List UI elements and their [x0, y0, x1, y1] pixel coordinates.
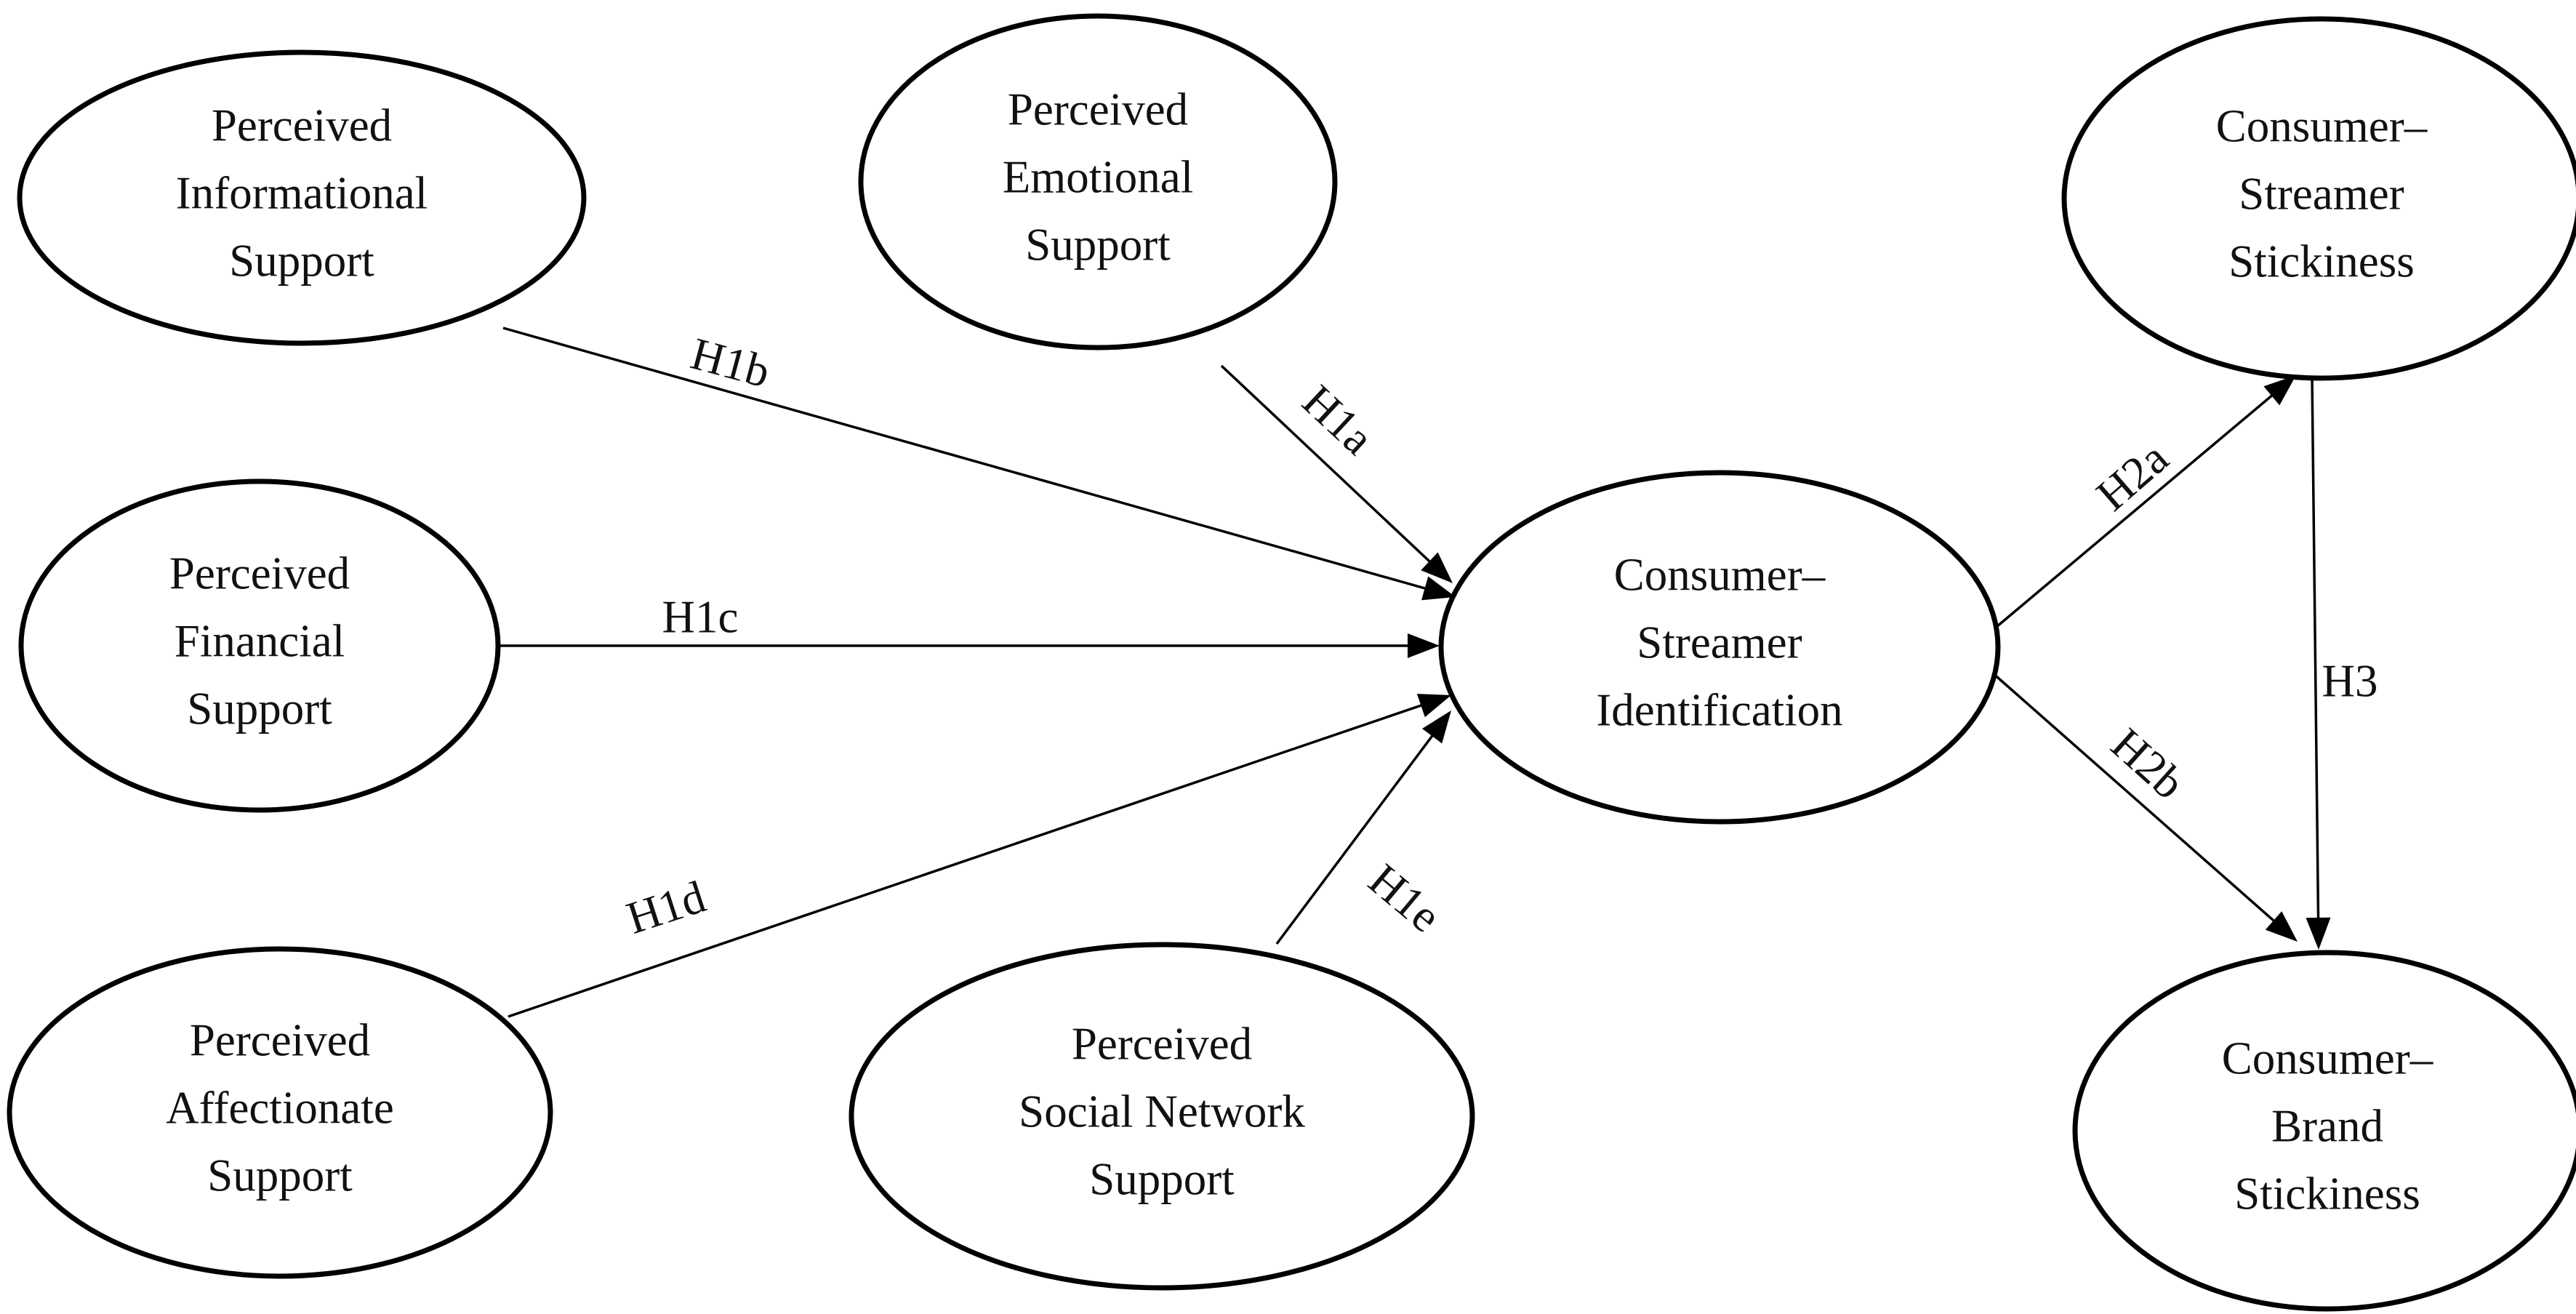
- nodes-layer: PerceivedInformationalSupportPerceivedEm…: [7, 13, 2576, 1312]
- construct-label: Perceived: [1072, 1018, 1252, 1069]
- edge-h1c: H1c: [499, 591, 1440, 658]
- hypothesis-label: H3: [2322, 655, 2378, 706]
- arrowhead-icon: [1421, 576, 1456, 601]
- construct-ellipse: [7, 946, 553, 1279]
- construct-ellipse: [1438, 470, 2001, 825]
- construct-label: Affectionate: [166, 1082, 394, 1133]
- hypothesis-label: H1d: [621, 871, 712, 944]
- edge-h2a: H2a: [1995, 375, 2296, 628]
- hypothesis-label: H1b: [686, 328, 775, 398]
- arrow-line: [1995, 393, 2275, 628]
- construct-label: Identification: [1596, 684, 1842, 735]
- construct-label: Support: [1025, 219, 1171, 270]
- construct-label: Brand: [2271, 1100, 2383, 1151]
- hypothesis-label: H1a: [1293, 375, 1384, 465]
- construct-label: Consumer–: [1614, 549, 1826, 600]
- arrow-line: [1991, 671, 2277, 924]
- construct-ellipse: [18, 478, 501, 813]
- arrow-line: [1220, 364, 1433, 564]
- hypothesis-label: H1e: [1360, 854, 1450, 942]
- hypothesis-label: H2a: [2087, 432, 2178, 521]
- arrowhead-icon: [1408, 633, 1440, 658]
- arrowhead-icon: [1421, 552, 1453, 583]
- construct-label: Perceived: [190, 1014, 370, 1065]
- construct-label: Financial: [174, 615, 345, 666]
- hypothesis-label: H1c: [662, 591, 739, 642]
- arrowhead-icon: [2306, 917, 2331, 950]
- construct-label: Consumer–: [2216, 100, 2428, 151]
- construct-ellipse: [2061, 16, 2576, 381]
- construct-ellipse: [858, 13, 1338, 350]
- arrowhead-icon: [1416, 694, 1451, 718]
- construct-ellipse: [848, 942, 1475, 1291]
- construct-label: Streamer: [1637, 617, 1802, 668]
- construct-label: Stickiness: [2234, 1168, 2420, 1219]
- construct-ellipse: [17, 49, 587, 346]
- construct-label: Consumer–: [2222, 1033, 2433, 1083]
- construct-label: Support: [229, 235, 374, 286]
- construct-label: Emotional: [1003, 151, 1193, 202]
- construct-label: Support: [187, 683, 332, 734]
- construct-label: Informational: [176, 167, 428, 218]
- edge-h2b: H2b: [1991, 671, 2298, 942]
- construct-label: Stickiness: [2228, 236, 2415, 287]
- construct-ellipse: [2072, 950, 2576, 1312]
- construct-label: Streamer: [2239, 168, 2404, 219]
- hypothesis-label: H2b: [2102, 718, 2194, 809]
- arrow-line: [1275, 732, 1435, 945]
- construct-label: Perceived: [212, 100, 392, 151]
- edge-h3: H3: [2306, 376, 2378, 950]
- edge-h1b: H1b: [502, 327, 1456, 601]
- arrow-line: [2311, 376, 2320, 921]
- arrow-line: [502, 327, 1428, 590]
- construct-label: Support: [207, 1150, 353, 1201]
- arrowhead-icon: [2265, 911, 2298, 942]
- arrowhead-icon: [2263, 375, 2296, 406]
- construct-label: Perceived: [169, 548, 350, 598]
- construct-label: Support: [1089, 1153, 1235, 1204]
- arrow-line: [507, 703, 1424, 1018]
- construct-label: Perceived: [1008, 84, 1188, 135]
- construct-label: Social Network: [1019, 1086, 1305, 1137]
- arrowhead-icon: [1422, 710, 1451, 744]
- edge-h1a: H1a: [1220, 364, 1453, 583]
